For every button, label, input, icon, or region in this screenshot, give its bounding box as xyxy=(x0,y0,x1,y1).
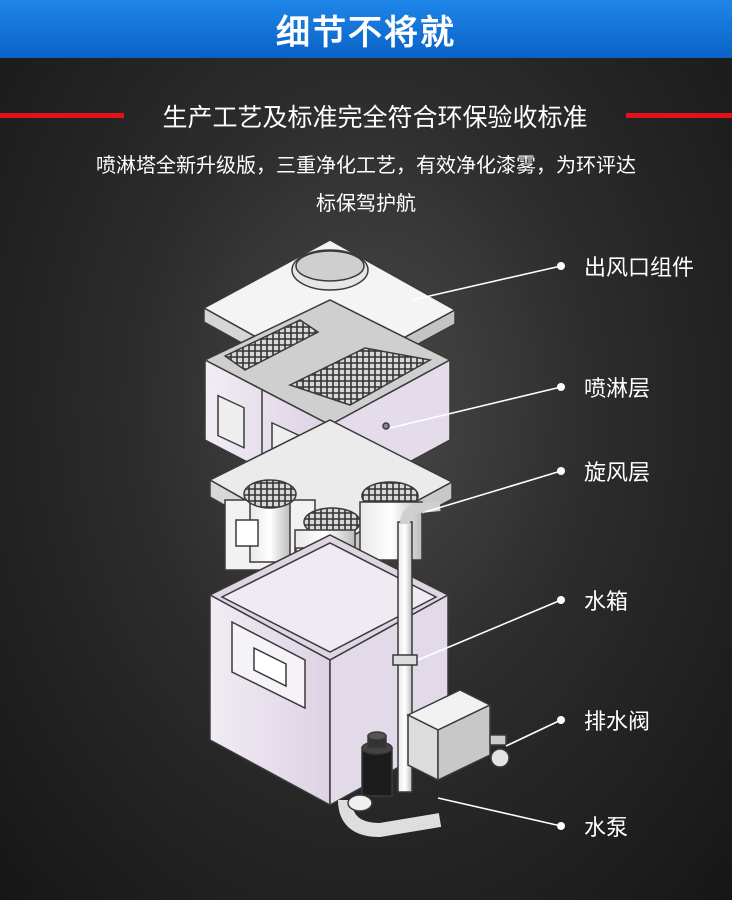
callout-dot-tank xyxy=(557,596,565,604)
callout-water-pump: 水泵 xyxy=(584,816,629,841)
red-rule-right xyxy=(626,113,732,118)
top-banner: 细节不将就 xyxy=(0,0,732,58)
section-subtitle: 生产工艺及标准完全符合环保验收标准 xyxy=(162,103,588,132)
leader-lines xyxy=(389,265,562,827)
callout-dot-spray xyxy=(557,383,565,391)
water-pump xyxy=(338,731,442,838)
callout-outlet-assembly: 出风口组件 xyxy=(584,256,695,281)
callout-drain-valve: 排水阀 xyxy=(584,710,651,735)
banner-title: 细节不将就 xyxy=(276,12,456,53)
callout-dot-outlet xyxy=(557,262,565,270)
drain-valve xyxy=(406,689,510,782)
callout-spray-layer: 喷淋层 xyxy=(584,377,651,402)
red-rule-left xyxy=(0,113,124,118)
callout-water-tank: 水箱 xyxy=(584,590,629,615)
callout-cyclone-layer: 旋风层 xyxy=(584,461,651,486)
callout-dot-pump xyxy=(557,822,565,830)
callout-dot-valve xyxy=(557,716,565,724)
description: 喷淋塔全新升级版，三重净化工艺，有效净化漆雾，为环评达 标保驾护航 xyxy=(20,146,712,222)
description-line-1: 喷淋塔全新升级版，三重净化工艺，有效净化漆雾，为环评达 xyxy=(96,153,636,177)
callout-dot-cyclone xyxy=(557,467,565,475)
description-line-2: 标保驾护航 xyxy=(316,191,416,215)
